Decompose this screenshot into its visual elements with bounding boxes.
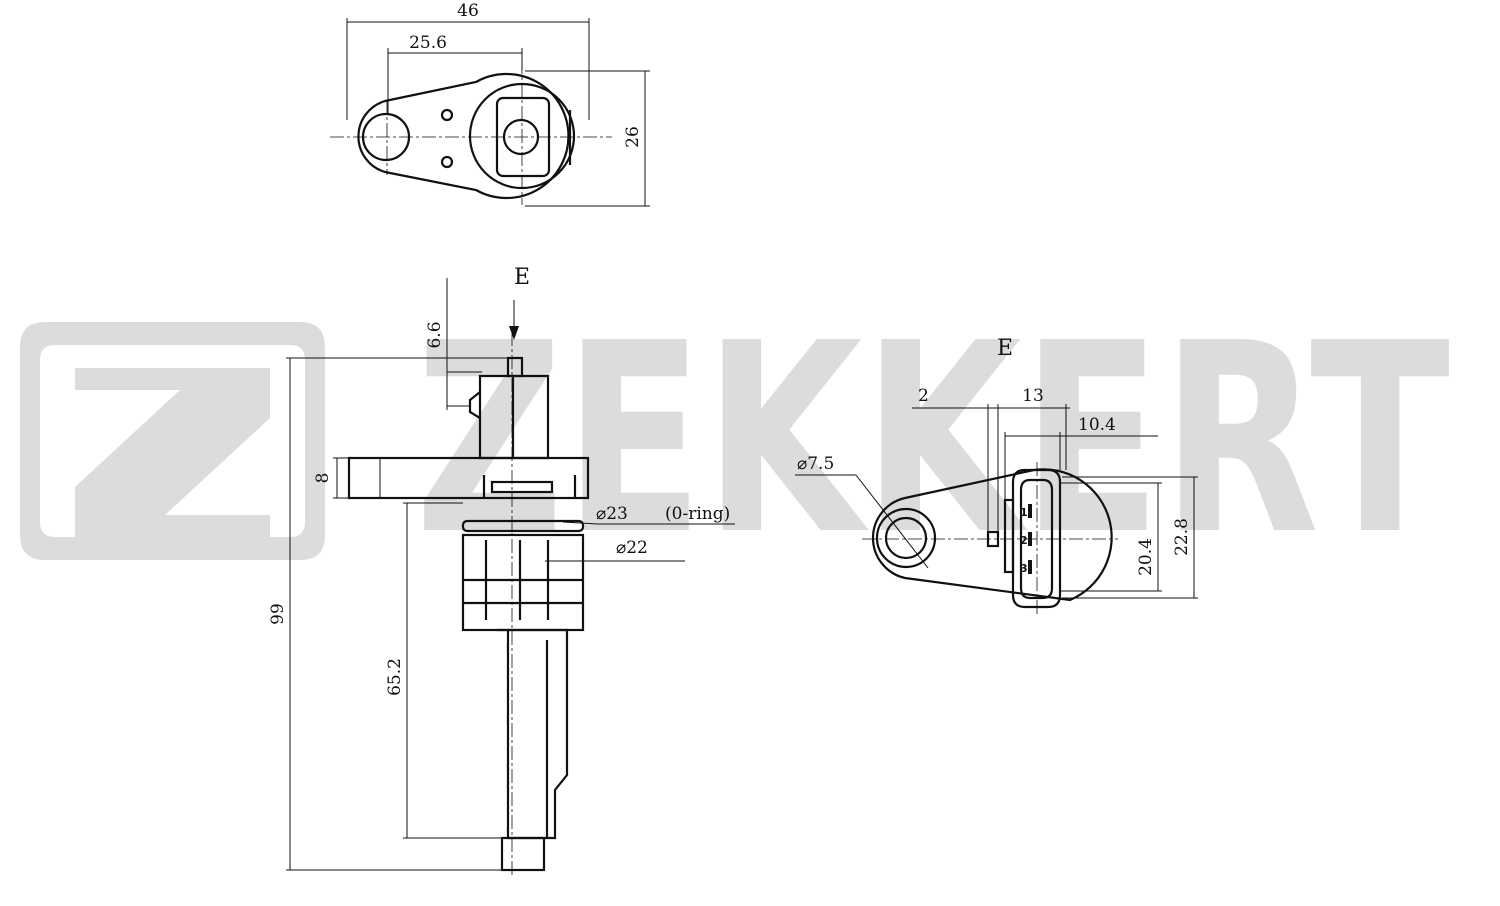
end-view-label: E [997,336,1013,361]
watermark-logo-z [75,368,270,537]
side-probe-tip [500,836,546,872]
dim-o-ring-note: (0-ring) [665,504,730,524]
dim-22.8-label: 22.8 [1172,518,1192,556]
dim-o-ring-label: ⌀23 [596,504,628,524]
top-flange-outline [357,72,570,200]
end-connector-inner [1019,478,1054,600]
end-connector-housing [1011,468,1062,609]
view-arrow-label: E [514,265,530,290]
dim-26-label: 26 [623,126,643,148]
side-flange-boss [490,480,554,494]
side-view: E 6.6 8 [268,265,735,878]
end-connector-key [1003,498,1015,574]
dim-99-label: 99 [268,603,288,625]
end-pin-3 [1028,560,1032,574]
dim-o-ring-leader [562,521,598,525]
dim-10.4-label: 10.4 [1078,415,1116,435]
end-view: E 1 2 3 2 13 10.4 ⌀7.5 [795,336,1198,615]
end-pin-3-label: 3 [1020,562,1028,575]
end-mounting-hole-inner [884,516,928,560]
dim-13-label: 13 [1022,386,1044,406]
side-probe [497,628,569,840]
end-mounting-hole-outer [875,507,937,569]
dim-20.4-label: 20.4 [1136,538,1156,576]
dim-65.2-label: 65.2 [385,658,405,696]
dim-hole-label: ⌀7.5 [797,454,834,474]
end-flange-outline [871,468,1113,602]
dim-6.6-label: 6.6 [425,321,445,348]
top-pin-upper [440,108,454,122]
watermark: ZEKKERT [20,287,1451,592]
watermark-text: ZEKKERT [415,287,1451,592]
dim-2-label: 2 [918,386,929,406]
end-pin-1-label: 1 [1020,506,1028,519]
dim-hole-leader [855,474,929,569]
side-o-ring [461,519,585,533]
view-arrow-head [509,326,519,340]
dim-8-label: 8 [313,473,333,484]
top-view: 46 25.6 26 [330,1,650,207]
end-pin-1 [1028,504,1032,518]
end-pin-2-label: 2 [1020,534,1028,547]
dim-body-label: ⌀22 [616,538,648,558]
top-pin-lower [440,155,454,169]
dim-25.6-label: 25.6 [409,33,447,53]
side-flange [347,456,590,500]
dim-46-label: 46 [457,1,479,21]
